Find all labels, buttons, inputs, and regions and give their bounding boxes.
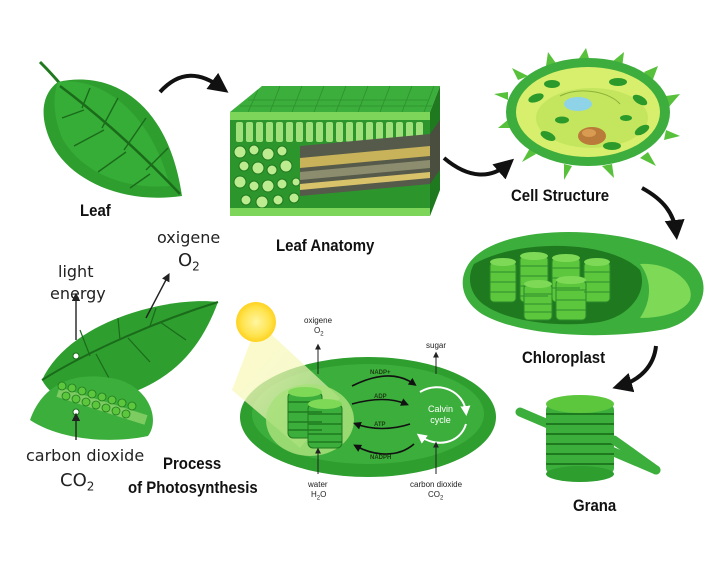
- arrow-cell-to-chloroplast: [641, 186, 685, 240]
- leaf-oxygen-label: oxigene: [157, 228, 221, 247]
- chloroplast-grana-stacks: [489, 252, 611, 321]
- leaf-anatomy-illustration: [230, 85, 440, 216]
- process-sugar-label: sugar: [426, 341, 447, 350]
- cell-structure-illustration: [494, 48, 680, 180]
- nadp-label: NADP+: [370, 370, 391, 376]
- leaf-process-illustration: [30, 301, 219, 440]
- leaf-illustration: [38, 60, 182, 198]
- arrow-leaf-to-anatomy: [158, 72, 229, 94]
- cell-structure-title: Cell Structure: [511, 186, 610, 205]
- sun-icon: [236, 302, 276, 342]
- process-co2-label: carbon dioxide: [410, 480, 463, 489]
- process-water-formula: H2O: [311, 490, 327, 502]
- process-oxygen-label: oxigene: [304, 316, 333, 325]
- atp-label: ATP: [374, 422, 386, 428]
- process-co2-formula: CO2: [428, 490, 444, 502]
- leaf-light-label-line2: energy: [50, 284, 106, 303]
- grana-illustration: [515, 395, 661, 482]
- chloroplast-title: Chloroplast: [522, 348, 606, 367]
- adp-label: ADP: [374, 394, 387, 400]
- arrow-chloroplast-to-grana: [612, 345, 658, 393]
- leaf-oxygen-formula: O2: [178, 250, 200, 274]
- leaf-title: Leaf: [80, 201, 111, 220]
- leaf-co2-formula: CO2: [60, 470, 95, 494]
- arrow-anatomy-to-cell: [442, 156, 515, 180]
- photosynthesis-process-illustration: [232, 302, 496, 477]
- leaf-co2-label: carbon dioxide: [26, 446, 145, 465]
- process-oxygen-formula: O2: [314, 326, 324, 338]
- arrow-oxygen-out: [145, 273, 170, 319]
- process-water-label: water: [308, 480, 328, 489]
- leaf-light-label-line1: light: [58, 262, 94, 281]
- process-title-line2: of Photosynthesis: [128, 478, 258, 497]
- process-title-line1: Process: [163, 454, 222, 473]
- grana-title: Grana: [573, 496, 617, 515]
- leaf-anatomy-title: Leaf Anatomy: [276, 236, 375, 255]
- nadph-label: NADPH: [370, 455, 392, 461]
- chloroplast-illustration: [462, 232, 704, 336]
